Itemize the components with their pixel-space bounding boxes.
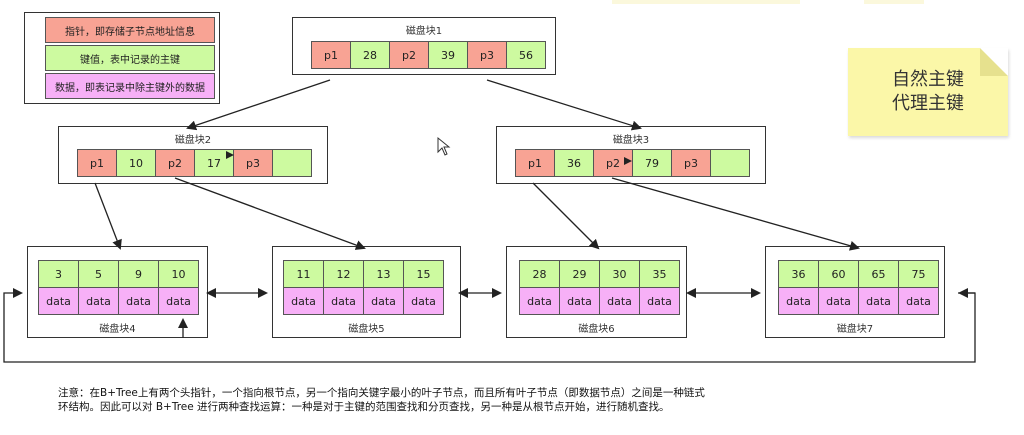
leaf-data-cell: data xyxy=(78,287,119,315)
internal-cell: 10 xyxy=(116,149,156,177)
top-strip-right xyxy=(864,0,924,4)
root-cell: p2 xyxy=(389,41,429,69)
arrow-block2-to-block5 xyxy=(174,177,366,250)
internal-block-2: 磁盘块2 p1 10 p2 17 p3 xyxy=(58,126,328,184)
leaf-key-cell: 11 xyxy=(283,260,324,288)
note-line-2: 环结构。因此可以对 B+Tree 进行两种查找运算：一种是对于主键的范围查找和分… xyxy=(58,401,670,413)
leaf-data-cell: data xyxy=(363,287,404,315)
internal-block-2-row: p1 10 p2 17 p3 xyxy=(77,149,312,177)
internal-block-3-row: p1 36 p2 79 p3 xyxy=(515,149,750,177)
internal-block-3: 磁盘块3 p1 36 p2 79 p3 xyxy=(496,126,766,184)
internal-cell: p1 xyxy=(77,149,117,177)
leaf-key-cell: 15 xyxy=(403,260,444,288)
leaf-key-cell: 12 xyxy=(323,260,364,288)
legend-pointer: 指针，即存储子节点地址信息 xyxy=(45,17,215,43)
leaf-key-cell: 9 xyxy=(118,260,159,288)
leaf-key-row: 3 5 9 10 xyxy=(38,260,199,288)
arrow-root-to-block2 xyxy=(186,79,331,131)
leaf-key-cell: 75 xyxy=(898,260,939,288)
sticky-line-2: 代理主键 xyxy=(892,93,964,114)
internal-block-3-title: 磁盘块3 xyxy=(612,135,650,146)
leaf-data-cell: data xyxy=(158,287,199,315)
sticky-line-1: 自然主键 xyxy=(892,69,964,90)
root-cell: 39 xyxy=(428,41,468,69)
leaf-data-row: data data data data xyxy=(283,287,444,315)
leaf-data-cell: data xyxy=(599,287,640,315)
leaf-data-cell: data xyxy=(898,287,939,315)
internal-cell: p3 xyxy=(671,149,711,177)
arrow-block3-to-block7 xyxy=(611,177,860,251)
leaf-data-row: data data data data xyxy=(778,287,939,315)
root-block-title: 磁盘块1 xyxy=(405,26,443,37)
note-text: 注意：在B+Tree上有两个头指针，一个指向根节点，另一个指向关键字最小的叶子节… xyxy=(58,386,958,414)
internal-cell: 79 xyxy=(632,149,672,177)
arrow-root-to-block3 xyxy=(486,79,642,131)
leaf-data-row: data data data data xyxy=(519,287,680,315)
arrow-small-block2 xyxy=(226,151,234,159)
leaf-block-6: 28 29 30 35 data data data data 磁盘块6 xyxy=(506,246,687,338)
note-line-1: 注意：在B+Tree上有两个头指针，一个指向根节点，另一个指向关键字最小的叶子节… xyxy=(58,387,705,399)
sticky-fold xyxy=(980,48,1008,76)
leaf-data-cell: data xyxy=(639,287,680,315)
leaf-key-cell: 5 xyxy=(78,260,119,288)
leaf-data-cell: data xyxy=(778,287,819,315)
leaf-data-cell: data xyxy=(818,287,859,315)
arrow-small-block3 xyxy=(624,157,632,165)
root-cell: p1 xyxy=(311,41,351,69)
arrow-block3-to-block6 xyxy=(532,182,600,250)
leaf-block-title: 磁盘块7 xyxy=(836,324,874,335)
leaf-key-row: 11 12 13 15 xyxy=(283,260,444,288)
internal-cell xyxy=(272,149,312,177)
leaf-key-cell: 30 xyxy=(599,260,640,288)
root-row: p1 28 p2 39 p3 56 xyxy=(311,41,546,69)
leaf-block-title: 磁盘块6 xyxy=(578,324,615,335)
leaf-block-7: 36 60 65 75 data data data data 磁盘块7 xyxy=(765,246,945,338)
internal-cell xyxy=(710,149,750,177)
cursor-icon xyxy=(437,136,451,156)
leaf-block-title: 磁盘块5 xyxy=(348,324,385,335)
internal-cell: p1 xyxy=(515,149,555,177)
root-cell: p3 xyxy=(467,41,507,69)
legend-data: 数据，即表记录中除主键外的数据 xyxy=(45,73,215,99)
arrow-block2-to-block4 xyxy=(94,182,122,250)
root-block: 磁盘块1 p1 28 p2 39 p3 56 xyxy=(292,17,556,75)
leaf-data-cell: data xyxy=(323,287,364,315)
internal-cell: 36 xyxy=(554,149,594,177)
leaf-data-cell: data xyxy=(519,287,560,315)
leaf-block-title: 磁盘块4 xyxy=(99,324,136,335)
legend: 指针，即存储子节点地址信息 键值，表中记录的主键 数据，即表记录中除主键外的数据 xyxy=(24,12,220,104)
leaf-data-row: data data data data xyxy=(38,287,199,315)
root-cell: 56 xyxy=(506,41,546,69)
root-cell: 28 xyxy=(350,41,390,69)
leaf-key-row: 36 60 65 75 xyxy=(778,260,939,288)
sticky-note: 自然主键 代理主键 xyxy=(848,48,1008,136)
internal-cell: p2 xyxy=(155,149,195,177)
internal-cell: p2 xyxy=(593,149,633,177)
leaf-block-5: 11 12 13 15 data data data data 磁盘块5 xyxy=(272,246,461,338)
leaf-data-cell: data xyxy=(283,287,324,315)
top-strip-left xyxy=(612,0,800,4)
internal-cell: 17 xyxy=(194,149,234,177)
arrow-loop xyxy=(3,288,976,363)
leaf-data-cell: data xyxy=(403,287,444,315)
internal-block-2-title: 磁盘块2 xyxy=(174,135,212,146)
legend-key: 键值，表中记录的主键 xyxy=(45,45,215,71)
